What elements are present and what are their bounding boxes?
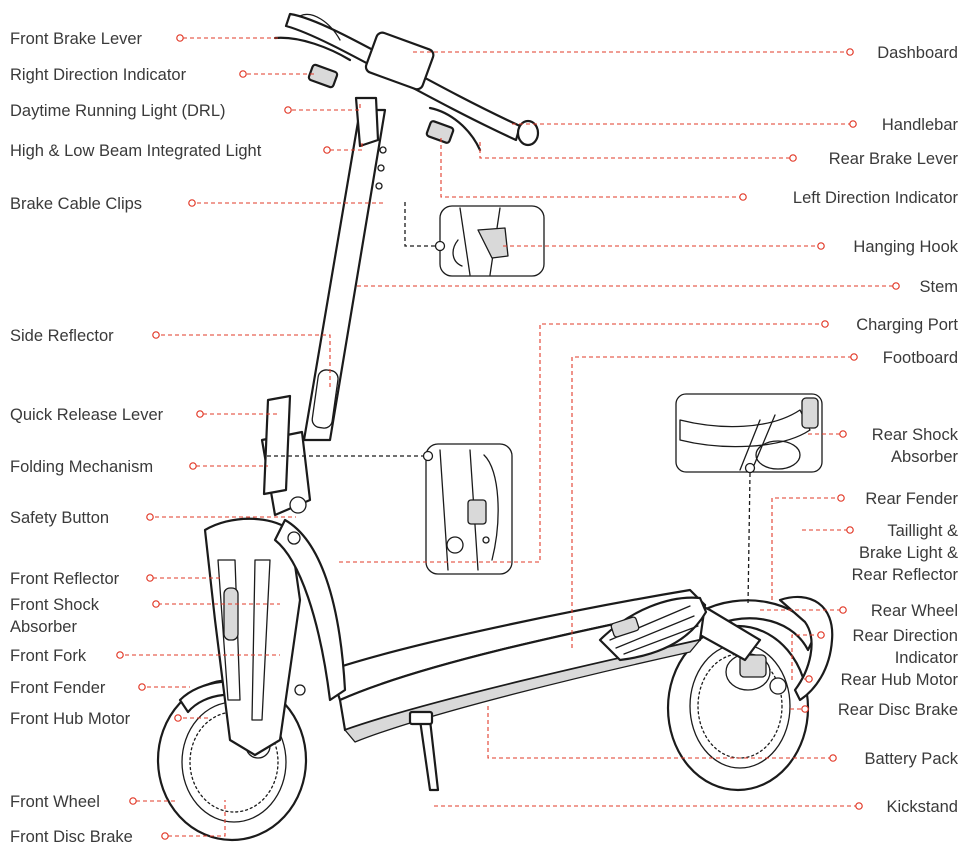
label-rear-shock-line2: Absorber — [891, 448, 958, 466]
label-footboard: Footboard — [883, 349, 958, 367]
label-rear-direction-line2: Indicator — [895, 649, 959, 667]
label-front-brake-lever: Front Brake Lever — [10, 30, 143, 48]
label-right-direction-indicator: Right Direction Indicator — [10, 66, 187, 84]
label-beam-light: High & Low Beam Integrated Light — [10, 142, 262, 160]
label-front-shock-line1: Front Shock — [10, 596, 100, 614]
label-front-shock-line2: Absorber — [10, 618, 77, 636]
handlebar-art — [273, 12, 540, 152]
folding-mechanism-art — [260, 394, 312, 545]
labels-right: Dashboard Handlebar Rear Brake Lever Lef… — [793, 44, 959, 816]
leader-lines — [118, 37, 893, 837]
label-folding-mechanism: Folding Mechanism — [10, 458, 153, 476]
label-front-hub-motor: Front Hub Motor — [10, 710, 131, 728]
label-brake-cable-clips: Brake Cable Clips — [10, 195, 142, 213]
label-front-fender: Front Fender — [10, 679, 106, 697]
rear-fender-art — [698, 595, 834, 702]
label-rear-shock-line1: Rear Shock — [872, 426, 959, 444]
label-drl: Daytime Running Light (DRL) — [10, 102, 226, 120]
label-front-wheel: Front Wheel — [10, 793, 100, 811]
label-charging-port: Charging Port — [856, 316, 958, 334]
label-dashboard: Dashboard — [877, 44, 958, 62]
label-left-direction-indicator: Left Direction Indicator — [793, 189, 959, 207]
label-stem: Stem — [919, 278, 958, 296]
label-front-disc-brake: Front Disc Brake — [10, 828, 133, 846]
label-taillight-line2: Brake Light & — [859, 544, 958, 562]
label-rear-disc-brake: Rear Disc Brake — [838, 701, 958, 719]
hanging-hook-inset — [439, 205, 545, 277]
label-rear-brake-lever: Rear Brake Lever — [829, 150, 959, 168]
label-taillight-line3: Rear Reflector — [852, 566, 959, 584]
neck-art — [273, 518, 347, 702]
label-rear-direction-line1: Rear Direction — [853, 627, 958, 645]
label-battery-pack: Battery Pack — [864, 750, 958, 768]
scooter-illustration — [156, 12, 834, 842]
stem-art — [302, 108, 387, 442]
rear-wheel-art — [666, 624, 810, 792]
label-quick-release-lever: Quick Release Lever — [10, 406, 164, 424]
footboard-art — [328, 588, 708, 743]
label-rear-hub-motor: Rear Hub Motor — [841, 671, 959, 689]
label-hanging-hook: Hanging Hook — [853, 238, 958, 256]
label-rear-fender: Rear Fender — [865, 490, 958, 508]
headlight-art — [354, 96, 380, 148]
label-taillight-line1: Taillight & — [887, 522, 958, 540]
label-front-fork: Front Fork — [10, 647, 87, 665]
label-kickstand: Kickstand — [886, 798, 958, 816]
rear-shock-inset — [675, 393, 823, 473]
front-fork-art — [203, 517, 306, 757]
label-rear-wheel: Rear Wheel — [871, 602, 958, 620]
labels-left: Front Brake Lever Right Direction Indica… — [10, 30, 262, 846]
label-side-reflector: Side Reflector — [10, 327, 114, 345]
label-safety-button: Safety Button — [10, 509, 109, 527]
label-handlebar: Handlebar — [882, 116, 959, 134]
kickstand-art — [418, 718, 440, 792]
label-front-reflector: Front Reflector — [10, 570, 120, 588]
leader-dots — [116, 34, 900, 840]
folding-inset — [425, 443, 513, 575]
